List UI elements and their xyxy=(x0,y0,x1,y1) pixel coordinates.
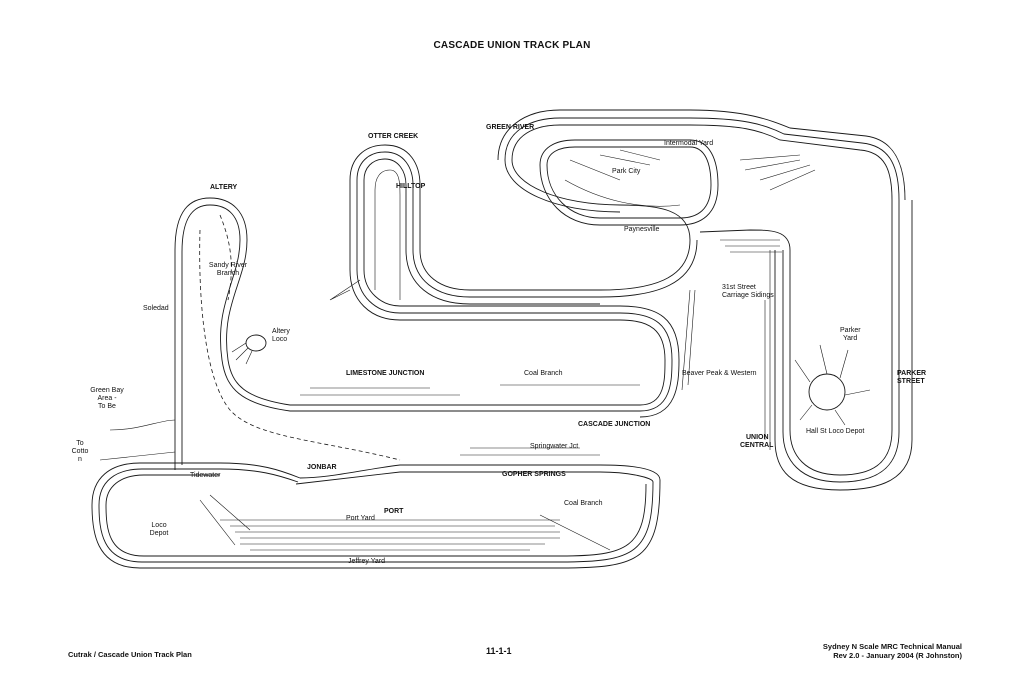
label-sandy-river-1: Sandy River xyxy=(208,262,248,269)
label-jonbar: JONBAR xyxy=(307,464,337,471)
label-hilltop: HILLTOP xyxy=(396,183,426,190)
label-cascade-junction: CASCADE JUNCTION xyxy=(578,421,651,428)
label-union-central-1: UNION xyxy=(746,434,769,441)
label-coal-branch-lower: Coal Branch xyxy=(564,500,603,507)
label-parker-yard-1: Parker xyxy=(840,327,861,334)
label-green-river: GREEN RIVER xyxy=(486,124,535,131)
label-parker-yard-2: Yard xyxy=(843,335,858,342)
label-limestone-junction: LIMESTONE JUNCTION xyxy=(346,370,425,377)
label-springwater-jct: Springwater Jct xyxy=(530,443,579,450)
footer-right-1: Sydney N Scale MRC Technical Manual xyxy=(822,642,962,651)
footer-left: Cutrak / Cascade Union Track Plan xyxy=(68,650,192,659)
label-hall-st-loco-depot: Hall St Loco Depot xyxy=(806,428,865,435)
label-31st-street-2: Carriage Sidings xyxy=(722,292,774,299)
label-port-yard: Port Yard xyxy=(346,515,375,522)
label-coal-branch-upper: Coal Branch xyxy=(524,370,563,377)
footer-page-number: 11-1-1 xyxy=(486,646,512,656)
label-union-central-2: CENTRAL xyxy=(740,442,774,449)
label-altery-loco-2: Loco xyxy=(272,336,288,343)
label-paynesville: Paynesville xyxy=(624,226,660,233)
label-green-bay-3: To Be xyxy=(98,403,116,410)
label-31st-street-1: 31st Street xyxy=(722,284,756,291)
label-gopher-springs: GOPHER SPRINGS xyxy=(502,471,566,478)
label-loco-depot-2: Depot xyxy=(149,530,169,537)
label-jeffrey-yard: Jeffrey Yard xyxy=(348,558,385,565)
label-altery: ALTERY xyxy=(210,184,238,191)
label-tidewater: Tidewater xyxy=(190,472,221,479)
main-line-tracks xyxy=(91,109,913,569)
label-port: PORT xyxy=(384,508,404,515)
label-green-bay-1: Green Bay xyxy=(90,387,124,394)
label-green-bay-2: Area - xyxy=(97,395,117,402)
label-to-cotton-3: n xyxy=(78,456,82,463)
label-sandy-river-2: Branch xyxy=(216,270,240,277)
label-parker-street-2: STREET xyxy=(897,378,925,385)
footer-right-2: Rev 2.0 - January 2004 (R Johnston) xyxy=(833,651,962,660)
label-to-cotton-2: Cotto xyxy=(71,448,89,455)
label-intermodal-yard: Intermodal Yard xyxy=(664,140,714,147)
page-title: CASCADE UNION TRACK PLAN xyxy=(433,40,591,51)
label-otter-creek: OTTER CREEK xyxy=(368,133,419,140)
label-parker-street-1: PARKER xyxy=(897,370,927,377)
label-soledad: Soledad xyxy=(143,305,169,312)
label-to-cotton-1: To xyxy=(76,440,84,447)
label-altery-loco-1: Altery xyxy=(272,328,290,335)
label-beaver-peak: Beaver Peak & Western xyxy=(682,370,757,377)
label-park-city: Park City xyxy=(612,168,641,175)
label-loco-depot-1: Loco xyxy=(151,522,167,529)
